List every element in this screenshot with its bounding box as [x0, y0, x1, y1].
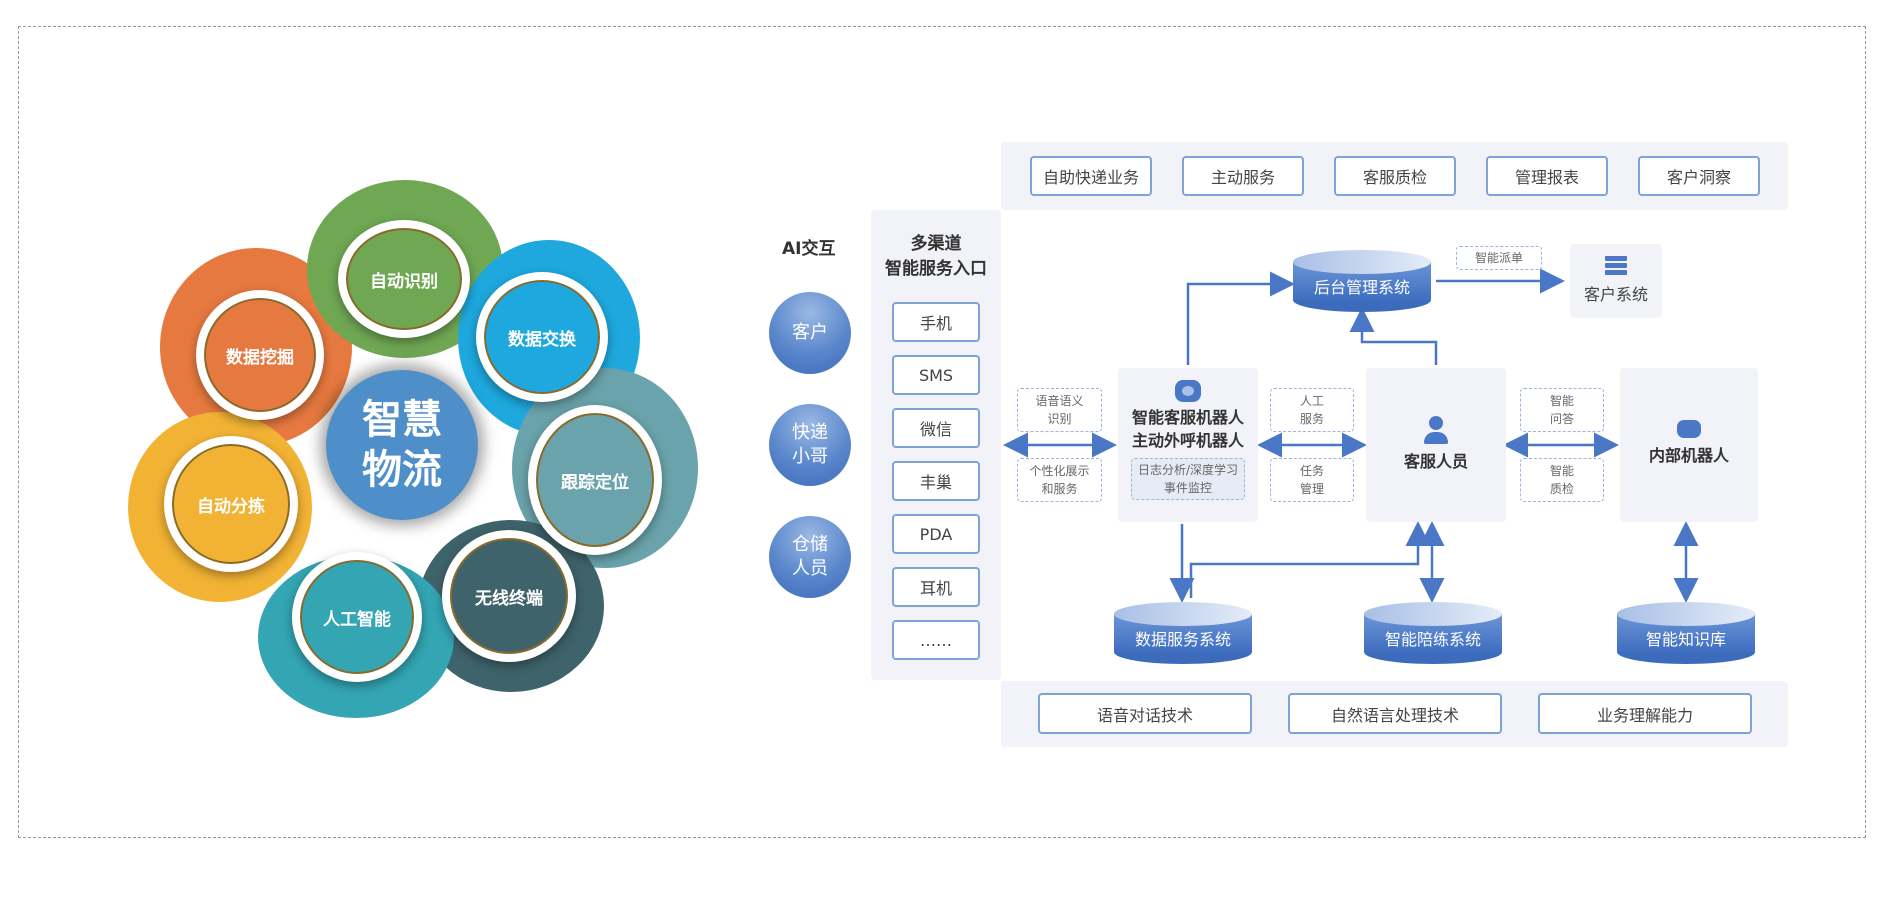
petal-label: 跟踪定位	[561, 472, 629, 493]
channel-label: PDA	[919, 524, 953, 544]
service-label: 管理报表	[1514, 168, 1579, 187]
petal-label: 数据挖掘	[226, 347, 294, 368]
channel-wechat[interactable]: 微信	[892, 408, 980, 448]
db-backend-management[interactable]: 后台管理系统	[1293, 250, 1431, 312]
server-icon	[1605, 256, 1627, 275]
channel-pda[interactable]: PDA	[892, 514, 980, 554]
petal-artificial-intelligence[interactable]: 人工智能	[292, 552, 422, 682]
robot-title-line1: 智能客服机器人	[1131, 408, 1244, 427]
petal-data-exchange[interactable]: 数据交换	[476, 272, 608, 402]
channel-more[interactable]: ……	[892, 620, 980, 660]
core-smart-logistics[interactable]: 智慧物流	[326, 370, 478, 520]
label-manual-service: 人工服务	[1270, 388, 1354, 432]
channel-title-line1: 多渠道	[910, 234, 962, 254]
channel-fengchao[interactable]: 丰巢	[892, 461, 980, 501]
node-customer-agent[interactable]: 客服人员	[1366, 368, 1506, 522]
channel-sms[interactable]: SMS	[892, 355, 980, 395]
service-reports[interactable]: 管理报表	[1486, 156, 1608, 196]
channel-label: 手机	[919, 314, 952, 333]
label-smart-qc: 智能质检	[1520, 458, 1604, 502]
robot-capabilities: 日志分析/深度学习事件监控	[1131, 458, 1245, 501]
channel-label: 耳机	[919, 579, 952, 598]
core-title-line2: 物流	[362, 447, 442, 493]
robot-title-line2: 主动外呼机器人	[1131, 431, 1244, 451]
db-label: 数据服务系统	[1134, 630, 1231, 649]
internal-robot-title: 内部机器人	[1648, 446, 1729, 465]
node-client-system[interactable]: 客户系统	[1570, 244, 1662, 318]
actor-label: 仓储 人员	[792, 533, 828, 579]
channel-title-line2: 智能服务入口	[885, 258, 987, 279]
db-label: 智能知识库	[1645, 630, 1726, 649]
petal-label: 无线终端	[475, 588, 543, 609]
actor-label: 客户	[792, 321, 828, 343]
service-proactive[interactable]: 主动服务	[1182, 156, 1304, 196]
ai-interaction-title: AI交互	[782, 239, 836, 259]
db-training-system[interactable]: 智能陪练系统	[1364, 602, 1502, 664]
petal-label: 自动分拣	[197, 496, 265, 517]
label-smart-qa: 智能问答	[1520, 388, 1604, 432]
petal-data-mining[interactable]: 数据挖掘	[196, 290, 324, 420]
core-title-line1: 智慧	[362, 397, 442, 443]
db-label: 后台管理系统	[1313, 278, 1410, 297]
petal-tracking[interactable]: 跟踪定位	[528, 405, 662, 555]
petal-label: 人工智能	[323, 609, 391, 630]
tech-label: 业务理解能力	[1596, 705, 1693, 725]
petal-label: 数据交换	[508, 329, 576, 350]
label-speech-recognition: 语音语义识别	[1017, 388, 1102, 432]
service-label: 自助快递业务	[1042, 168, 1139, 187]
client-system-title: 客户系统	[1583, 285, 1648, 304]
robot-phone-icon	[1175, 380, 1201, 402]
service-label: 主动服务	[1210, 168, 1275, 187]
actor-courier[interactable]: 快递 小哥	[769, 404, 851, 486]
tech-voice-dialog[interactable]: 语音对话技术	[1038, 693, 1252, 734]
actor-label: 快递 小哥	[792, 421, 828, 467]
actor-customer[interactable]: 客户	[769, 292, 851, 374]
channel-headset[interactable]: 耳机	[892, 567, 980, 607]
db-label: 智能陪练系统	[1384, 630, 1481, 649]
node-service-robot[interactable]: 智能客服机器人 主动外呼机器人 日志分析/深度学习事件监控	[1118, 368, 1258, 522]
tech-label: 自然语言处理技术	[1330, 705, 1459, 725]
tech-nlp[interactable]: 自然语言处理技术	[1288, 693, 1502, 734]
petal-label: 自动识别	[370, 271, 438, 292]
service-self-express[interactable]: 自助快递业务	[1030, 156, 1152, 196]
arrow-dataservice-agent	[1189, 521, 1431, 598]
channel-label: ……	[920, 630, 952, 650]
db-data-service[interactable]: 数据服务系统	[1114, 602, 1252, 664]
tech-label: 语音对话技术	[1096, 705, 1193, 725]
channel-phone[interactable]: 手机	[892, 302, 980, 342]
channel-label: SMS	[918, 365, 954, 385]
channel-label: 微信	[919, 420, 952, 439]
db-knowledge-base[interactable]: 智能知识库	[1617, 602, 1755, 664]
service-quality-check[interactable]: 客服质检	[1334, 156, 1456, 196]
arrow-robot-backend	[1186, 271, 1295, 365]
tech-business-understanding[interactable]: 业务理解能力	[1538, 693, 1752, 734]
robot-icon	[1677, 420, 1701, 438]
label-personalized-service: 个性化展示和服务	[1017, 458, 1102, 502]
service-label: 客户洞察	[1666, 168, 1731, 187]
service-label: 客服质检	[1362, 168, 1427, 187]
actor-warehouse-staff[interactable]: 仓储 人员	[769, 516, 851, 598]
arrow-agent-backend	[1349, 307, 1438, 365]
petal-wireless-terminal[interactable]: 无线终端	[442, 530, 576, 662]
label-smart-dispatch: 智能派单	[1456, 246, 1542, 270]
label-task-management: 任务管理	[1270, 458, 1354, 502]
petal-auto-recognition[interactable]: 自动识别	[338, 220, 470, 338]
agent-title: 客服人员	[1403, 452, 1468, 471]
channel-label: 丰巢	[919, 473, 952, 492]
agent-headset-icon	[1423, 416, 1449, 444]
node-internal-robot[interactable]: 内部机器人	[1620, 368, 1758, 522]
service-customer-insight[interactable]: 客户洞察	[1638, 156, 1760, 196]
dashed-frame	[18, 26, 1866, 838]
petal-auto-sorting[interactable]: 自动分拣	[164, 436, 298, 572]
